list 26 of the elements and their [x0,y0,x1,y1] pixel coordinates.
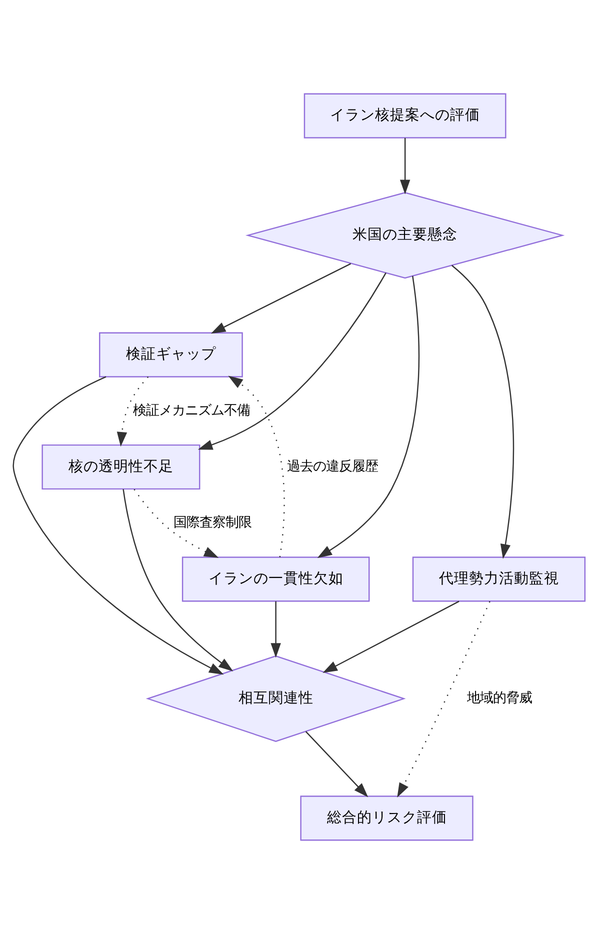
node-box: 核の透明性不足 [42,444,200,490]
arrow [317,276,420,558]
node-box: 検証ギャップ [99,332,243,378]
arrow [228,376,285,558]
arrow [397,601,490,798]
node-box: 代理勢力活動監視 [412,556,586,602]
node-diamond: 相互関連性 [146,655,406,742]
arrow [116,376,149,447]
node-diamond: 米国の主要懸念 [245,192,565,279]
arrow [451,264,514,559]
edge-label: 国際査察制限 [173,516,252,531]
node-box: 総合的リスク評価 [300,796,474,841]
arrow [322,600,460,673]
arrow [305,731,368,798]
node-box: イラン核提案への評価 [304,93,506,138]
arrow [210,263,352,334]
arrow [400,138,410,194]
arrow [198,272,386,450]
arrow [134,489,219,558]
arrow [12,376,224,675]
node-box: イランの一貫性欠如 [182,556,370,602]
edge-label: 検証メカニズム不備 [133,403,250,418]
edge-label: 過去の違反履歴 [287,459,378,474]
arrow [270,601,281,658]
arrow [122,489,234,672]
edge-label: 地域的脅威 [467,691,532,706]
